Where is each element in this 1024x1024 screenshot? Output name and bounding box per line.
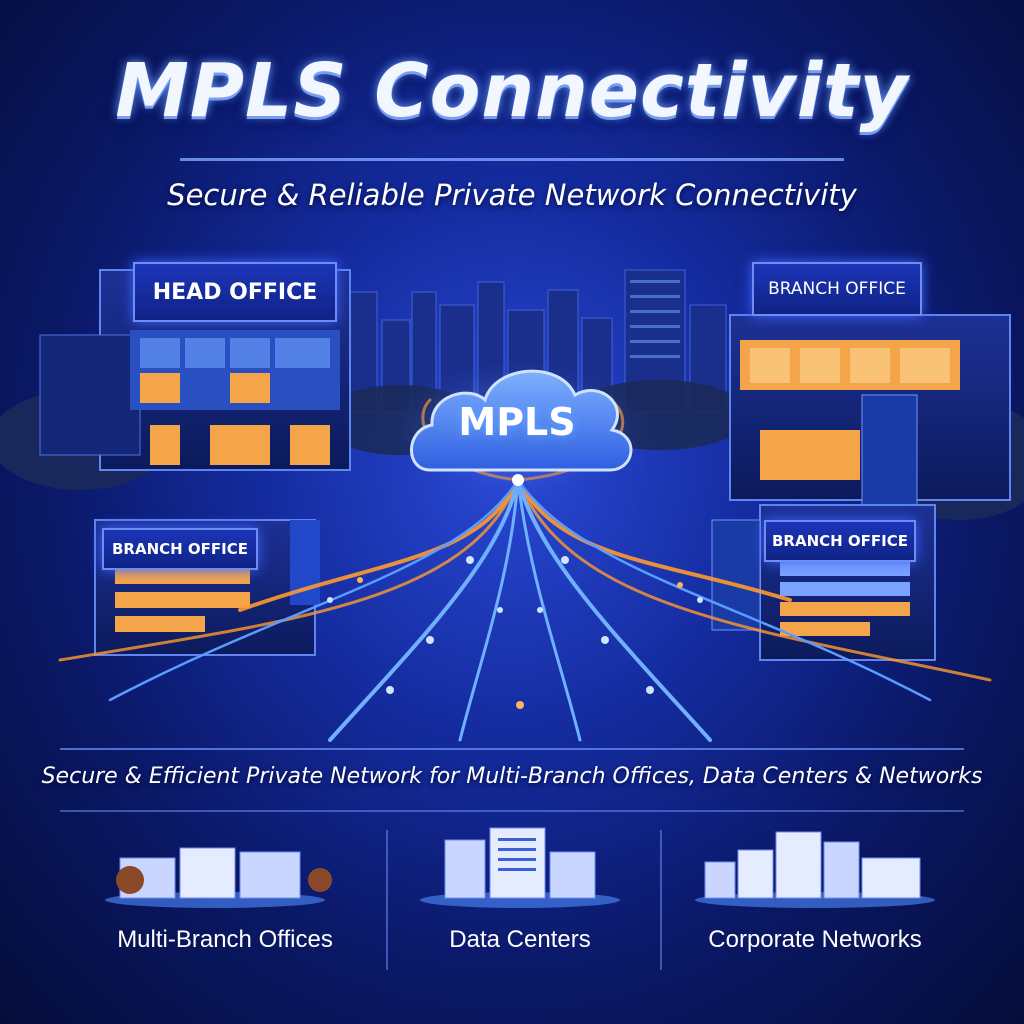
branch-office-sign-right: BRANCH OFFICE: [764, 520, 916, 562]
branch-office-building-top-right: [729, 314, 1011, 506]
corporate-campus-icon: [695, 831, 935, 908]
mpls-cloud-icon: [388, 360, 648, 500]
office-buildings-icon: [105, 847, 332, 908]
feature-label-multi-branch: Multi-Branch Offices: [117, 926, 333, 953]
head-office-sign: HEAD OFFICE: [133, 262, 337, 322]
branch-office-sign-top-right: BRANCH OFFICE: [752, 262, 922, 316]
cloud-label: MPLS: [458, 400, 576, 444]
page-title: MPLS Connectivity: [115, 48, 909, 134]
tagline: Secure & Efficient Private Network for M…: [41, 764, 983, 789]
page-subtitle: Secure & Reliable Private Network Connec…: [167, 178, 857, 212]
data-center-icon: [420, 827, 620, 908]
branch-office-sign-left: BRANCH OFFICE: [102, 528, 258, 570]
feature-label-corporate-networks: Corporate Networks: [708, 926, 922, 953]
feature-label-data-centers: Data Centers: [449, 926, 591, 953]
